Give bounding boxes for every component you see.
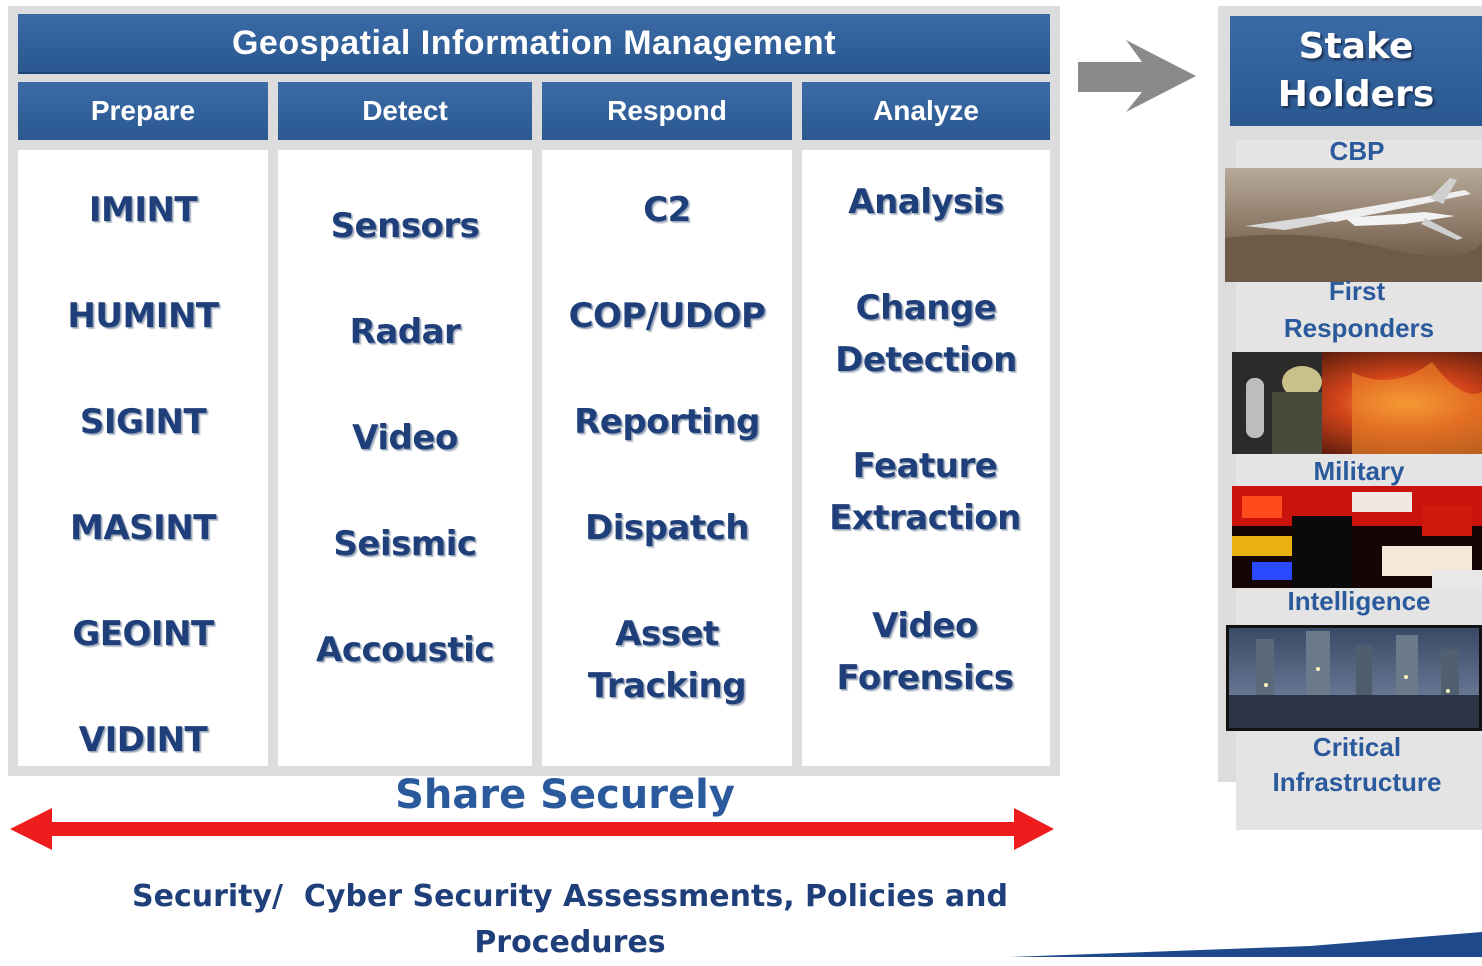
share-securely-label: Share Securely <box>395 772 735 818</box>
footer-line2: Procedures <box>474 925 666 960</box>
stakeholders-title-line2: Holders <box>1277 74 1435 115</box>
stakeholder-label-infrastructure: Infrastructure <box>1272 767 1442 797</box>
list-item: Video <box>352 418 458 458</box>
list-item: Sensors <box>330 206 480 246</box>
double-arrow-icon <box>10 808 1054 850</box>
phase-header-analyze: Analyze <box>802 82 1050 140</box>
stakeholders-title: Stake Holders <box>1230 16 1482 126</box>
stakeholder-label-responders: Responders <box>1283 313 1435 343</box>
list-item: COP/UDOP <box>568 296 766 336</box>
list-item: Asset Tracking <box>587 614 747 706</box>
list-item: Dispatch <box>584 508 750 548</box>
refinery-photo <box>1226 625 1482 731</box>
stakeholder-label-first: First <box>1328 276 1386 306</box>
list-item: Accoustic <box>316 630 494 670</box>
stakeholder-label-intelligence: Intelligence <box>1287 586 1431 616</box>
soldier-thermal-photo <box>1232 486 1482 588</box>
column-prepare: IMINT HUMINT SIGINT MASINT GEOINT VIDINT <box>18 150 268 766</box>
footer-line1: Security/ Cyber Security Assessments, Po… <box>131 879 1008 914</box>
list-item: Seismic <box>333 524 477 564</box>
stakeholder-label-critical: Critical <box>1312 732 1402 762</box>
firefighter-photo <box>1232 352 1482 454</box>
list-item: IMINT <box>88 190 198 230</box>
column-analyze: Analysis Change Detection Feature Extrac… <box>802 150 1050 766</box>
list-item: C2 <box>643 190 691 230</box>
list-item: HUMINT <box>67 296 219 336</box>
column-respond: C2 COP/UDOP Reporting Dispatch Asset Tra… <box>542 150 792 766</box>
list-item: Radar <box>349 312 461 352</box>
page-title: Geospatial Information Management <box>18 14 1050 74</box>
decorative-stripe <box>1010 932 1482 957</box>
phase-header-detect: Detect <box>278 82 532 140</box>
list-item: Change Detection <box>835 288 1017 380</box>
phase-header-prepare: Prepare <box>18 82 268 140</box>
list-item: VIDINT <box>78 720 208 760</box>
list-item: Analysis <box>848 182 1004 222</box>
list-item: Reporting <box>574 402 760 442</box>
uav-drone-photo <box>1225 168 1482 282</box>
list-item: GEOINT <box>72 614 214 654</box>
stakeholder-label-cbp: CBP <box>1329 136 1385 166</box>
list-item: SIGINT <box>79 402 207 442</box>
arrow-right-icon <box>1078 40 1196 112</box>
list-item: MASINT <box>70 508 216 548</box>
list-item: Video Forensics <box>836 606 1014 698</box>
column-detect: Sensors Radar Video Seismic Accoustic <box>278 150 532 766</box>
stakeholders-title-line1: Stake <box>1298 26 1414 67</box>
phase-header-respond: Respond <box>542 82 792 140</box>
footer-text: Security/ Cyber Security Assessments, Po… <box>60 874 1080 966</box>
stakeholder-label-military: Military <box>1313 456 1405 486</box>
list-item: Feature Extraction <box>829 446 1021 538</box>
